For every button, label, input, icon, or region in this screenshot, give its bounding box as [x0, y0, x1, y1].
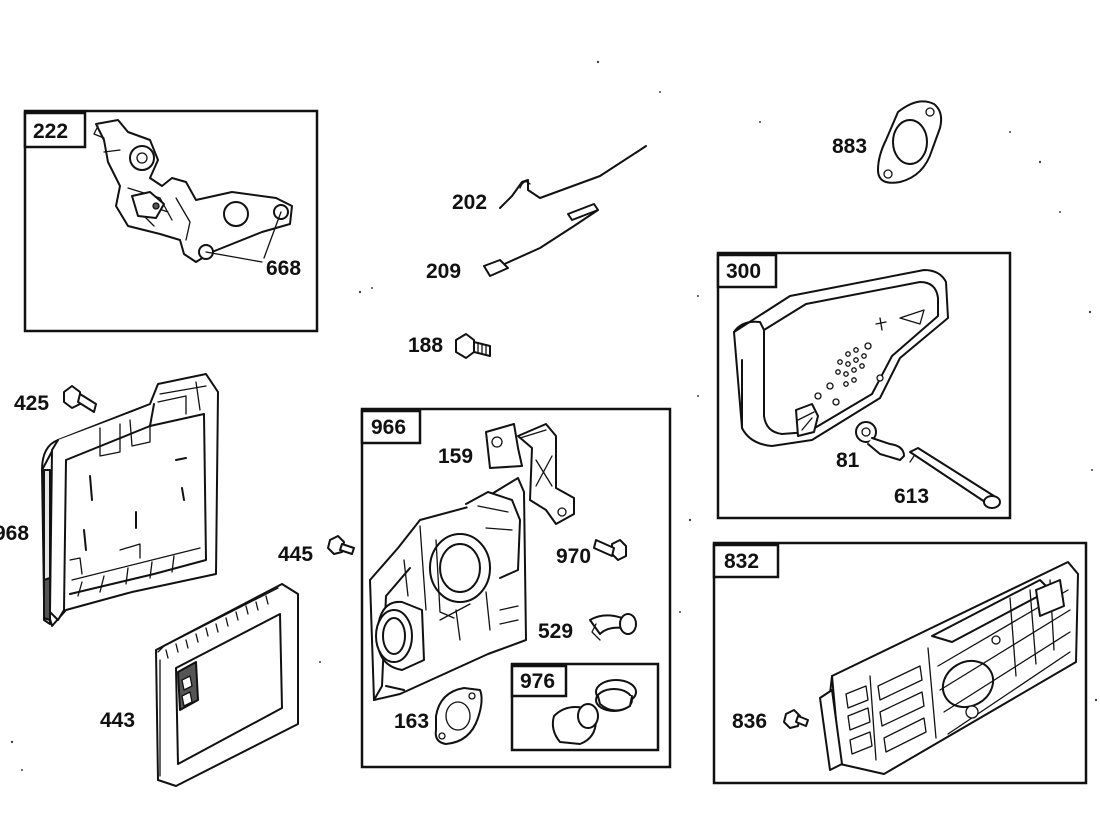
- callout-970: 970: [556, 545, 591, 568]
- callout-209: 209: [426, 260, 461, 283]
- part-976-plug[interactable]: [551, 703, 599, 745]
- group-222-frame: [23, 109, 319, 333]
- part-968-air-cleaner-base[interactable]: [41, 373, 219, 627]
- part-976-grommet[interactable]: [595, 679, 637, 712]
- group-976-tag: [510, 664, 568, 698]
- part-163-gasket[interactable]: [434, 687, 483, 745]
- callout-445: 443: [100, 709, 135, 732]
- callout-202: 202: [452, 191, 487, 214]
- part-443-screw[interactable]: [327, 535, 355, 555]
- callout-883: 883: [832, 135, 867, 158]
- callout-968: 968: [0, 522, 29, 545]
- part-445-air-filter[interactable]: [155, 583, 299, 787]
- group-976-frame: [510, 662, 660, 752]
- callout-443: 445: [278, 543, 313, 566]
- group-300: 300 81: [716, 251, 1012, 520]
- part-159-bracket[interactable]: [485, 423, 575, 525]
- callout-163: 163: [394, 710, 429, 733]
- callout-188: 188: [408, 334, 443, 357]
- group-966-frame: [360, 407, 672, 769]
- group-832-tag: [712, 543, 780, 579]
- part-832-muffler-guard[interactable]: [819, 561, 1079, 775]
- group-966-label: 966: [371, 416, 406, 439]
- group-832-label: 832: [724, 550, 759, 573]
- part-966-air-intake-housing[interactable]: [369, 477, 527, 701]
- part-836-screw[interactable]: [783, 709, 809, 729]
- group-832: 832 836: [712, 541, 1088, 785]
- part-613-stud[interactable]: [909, 447, 1001, 509]
- part-883-muffler-gasket[interactable]: [877, 100, 943, 184]
- part-188-screw[interactable]: [455, 333, 491, 359]
- part-81-washer[interactable]: [855, 421, 905, 461]
- part-222-bracket[interactable]: [93, 119, 293, 263]
- group-300-tag: [716, 253, 778, 289]
- group-300-frame: [716, 251, 1012, 520]
- part-970-screw[interactable]: [593, 539, 627, 561]
- group-300-label: 300: [726, 260, 761, 283]
- callout-81: 81: [836, 449, 860, 472]
- part-425-screw[interactable]: [63, 385, 97, 413]
- callout-425: 425: [14, 392, 49, 415]
- callout-159: 159: [438, 445, 473, 468]
- part-209-governor-spring[interactable]: [483, 203, 599, 277]
- part-202-link-rod[interactable]: [499, 145, 647, 209]
- group-966-tag: [360, 409, 422, 445]
- callout-668: 668: [266, 257, 301, 280]
- group-222-tag: [23, 111, 87, 149]
- group-222: 222 668: [23, 109, 319, 333]
- group-222-label: 222: [33, 120, 68, 143]
- scan-noise: [10, 60, 1098, 771]
- callout-836: 836: [732, 710, 767, 733]
- part-300-muffler[interactable]: [733, 269, 949, 447]
- group-832-frame: [712, 541, 1088, 785]
- leader-668: [205, 251, 263, 263]
- group-976-label: 976: [520, 670, 555, 693]
- callout-529: 529: [538, 620, 573, 643]
- group-976: 976: [510, 662, 660, 752]
- part-529-tube[interactable]: [589, 613, 637, 641]
- callout-613: 613: [894, 485, 929, 508]
- leader-668b: [263, 211, 282, 259]
- group-966: 966 159 163: [360, 407, 672, 769]
